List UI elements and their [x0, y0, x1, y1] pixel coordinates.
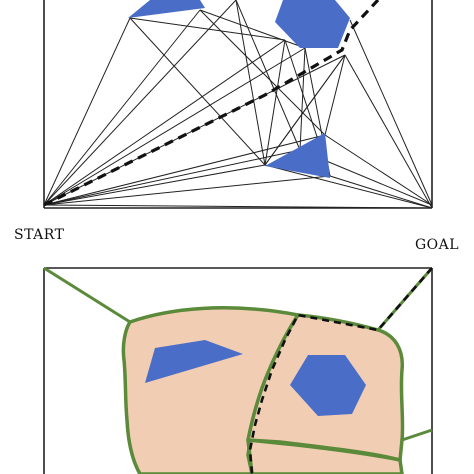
graph-edge	[43, 175, 331, 206]
visibility-graph-panel	[43, 0, 433, 209]
graph-edge	[43, 39, 286, 206]
graph-edge	[264, 39, 286, 166]
graph-edge	[235, 0, 301, 151]
graph-edge	[324, 134, 433, 206]
graph-edge	[344, 54, 433, 209]
shortest-path-top	[43, 0, 380, 207]
graph-edge	[43, 204, 433, 209]
graph-edge	[235, 0, 266, 166]
goal-label: GOAL	[415, 237, 460, 253]
graph-edge	[324, 54, 346, 136]
obstacle-hexagon-top	[275, 0, 350, 48]
start-label: START	[14, 227, 65, 243]
graph-edge	[43, 149, 301, 206]
voronoi-edge	[401, 428, 433, 442]
graph-edge	[43, 9, 201, 206]
graph-edge	[299, 47, 306, 151]
obstacle-hexagon-bottom	[290, 355, 366, 416]
graph-edge	[199, 9, 306, 49]
voronoi-path	[248, 267, 433, 474]
obstacle-triangle-top	[265, 133, 330, 178]
region-bottom	[246, 438, 404, 474]
graph-edge	[329, 175, 433, 209]
voronoi-edge	[43, 266, 131, 324]
graph-edge	[264, 54, 346, 166]
voronoi-panel	[43, 266, 434, 474]
graph-edge	[349, 19, 433, 206]
graph-edge	[43, 0, 237, 206]
graph-edge	[199, 9, 326, 136]
graph-edge	[129, 17, 286, 41]
graph-edge	[264, 164, 433, 209]
graph-edge	[43, 47, 306, 206]
graph-edge	[43, 17, 131, 206]
obstacle-small-bottom	[145, 340, 243, 383]
obstacle-small-top	[128, 0, 205, 18]
graph-edge	[43, 164, 266, 206]
graph-edge	[129, 17, 266, 166]
